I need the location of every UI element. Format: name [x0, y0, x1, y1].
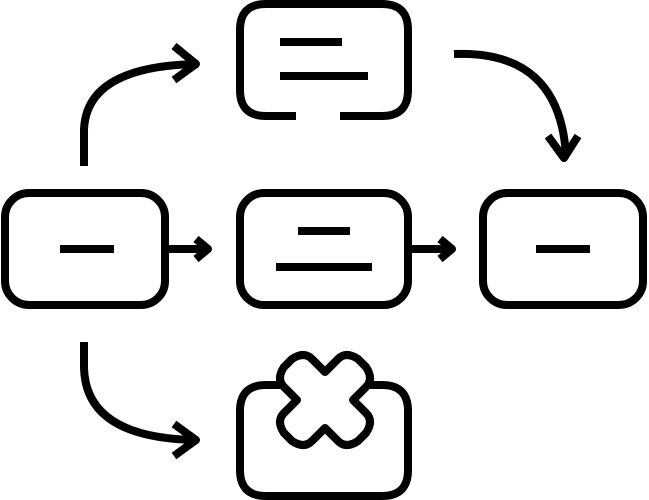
node-top-message — [236, 0, 412, 120]
edge-source-to-bottom-arrowhead — [171, 420, 200, 460]
edge-source-to-middle-arrowhead — [193, 235, 212, 263]
edge-source-to-top — [80, 60, 199, 166]
node-right — [479, 189, 647, 309]
edge-source-to-bottom — [80, 342, 197, 444]
edge-middle-to-right-arrowhead — [437, 235, 456, 263]
x-mark-icon — [276, 351, 374, 449]
edge-source-to-top-arrowhead — [171, 42, 200, 84]
message-bubble-icon — [236, 0, 412, 120]
node-middle — [236, 189, 412, 309]
edge-top-to-right-arrowhead — [544, 133, 582, 162]
error-box-icon — [236, 381, 412, 500]
edge-top-to-right — [453, 49, 570, 157]
node-source — [1, 189, 169, 309]
node-bottom-error — [236, 351, 412, 500]
